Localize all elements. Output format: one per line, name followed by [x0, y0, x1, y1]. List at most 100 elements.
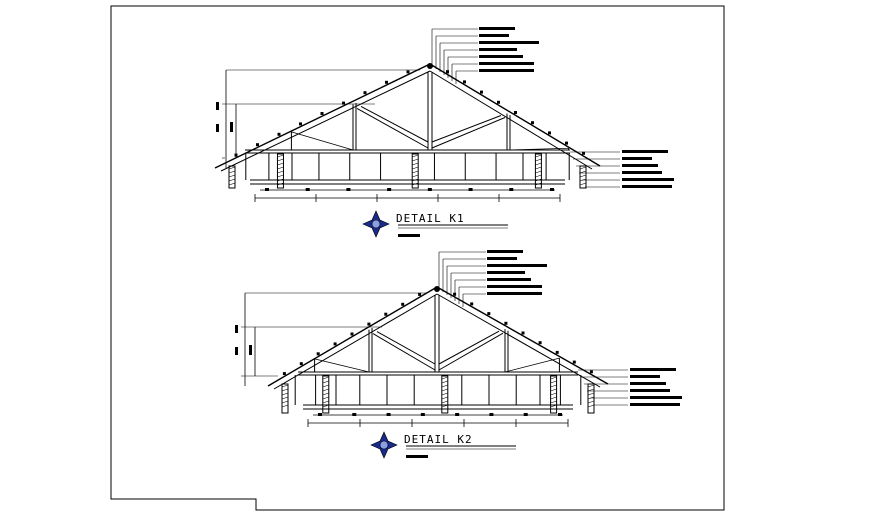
- end-wall-left-hatch: [228, 170, 236, 174]
- column-hatch: [412, 174, 419, 178]
- column-hatch: [550, 380, 557, 384]
- column-hatch: [535, 174, 542, 178]
- detail-k2-title: DETAIL K2: [404, 433, 473, 446]
- rafter-right-inner: [429, 70, 593, 170]
- rafter-left-outer: [214, 63, 431, 169]
- column-hatch: [550, 392, 557, 396]
- column-hatch: [322, 396, 329, 400]
- purlin-left: [350, 332, 354, 336]
- column-hatch: [441, 388, 448, 392]
- purlin-right: [453, 292, 457, 296]
- end-wall-left-hatch: [281, 388, 289, 392]
- dimension-text-mark: [235, 347, 238, 355]
- purlin-right: [497, 100, 500, 104]
- purlin-right: [548, 131, 551, 135]
- column-hatch: [412, 162, 419, 166]
- column-hatch: [277, 162, 284, 166]
- column-hatch: [322, 400, 329, 404]
- purlin-right: [521, 331, 525, 335]
- end-wall-left-hatch: [281, 404, 289, 408]
- annotation-bar-top: [487, 264, 547, 267]
- column-hatch: [441, 404, 448, 408]
- column: [322, 375, 330, 414]
- title-scale-bar: [406, 455, 428, 458]
- footing-block: [420, 413, 425, 416]
- footing-block: [468, 188, 473, 191]
- column-hatch: [277, 170, 284, 174]
- column-hatch: [277, 158, 284, 162]
- column-hatch: [441, 392, 448, 396]
- annotation-bar-top: [479, 48, 517, 51]
- annotation-bar-top: [479, 27, 515, 30]
- column-hatch: [441, 380, 448, 384]
- column-hatch: [322, 376, 329, 380]
- rafter-right-inner: [436, 293, 601, 388]
- purlin-left: [282, 372, 286, 376]
- rafter-left-inner: [273, 293, 438, 390]
- end-wall-right-hatch: [587, 388, 595, 392]
- outer-strut-left: [291, 131, 354, 151]
- strut-right-1: [431, 117, 506, 149]
- purlin-right: [538, 341, 542, 345]
- purlin-right: [514, 111, 517, 114]
- column-hatch: [550, 404, 557, 408]
- purlin-left: [256, 143, 259, 147]
- annotation-bar-top: [487, 250, 523, 253]
- end-wall-right-hatch: [579, 174, 587, 178]
- footing-block: [318, 413, 322, 416]
- purlin-left: [316, 352, 320, 356]
- end-wall-left-hatch: [281, 392, 289, 396]
- ridge-cap: [434, 286, 440, 292]
- footing-block: [455, 413, 460, 416]
- footing-block: [352, 413, 357, 416]
- end-wall-left-hatch: [228, 178, 236, 182]
- end-wall-right-hatch: [579, 182, 587, 186]
- end-wall-left-hatch: [228, 166, 236, 170]
- column-hatch: [277, 166, 284, 170]
- section-marker-center: [379, 440, 389, 450]
- annotation-bar-right: [630, 396, 682, 399]
- footing-block: [346, 188, 351, 191]
- column-hatch: [322, 384, 329, 388]
- purlin-left: [299, 122, 302, 126]
- annotation-bar-top: [487, 271, 525, 274]
- section-marker-center: [371, 219, 381, 229]
- column-hatch: [441, 384, 448, 388]
- strut-left-1: [356, 107, 429, 149]
- footing-block: [558, 413, 562, 416]
- sheet-border: [110, 5, 725, 511]
- end-wall-left-hatch: [228, 182, 236, 186]
- annotation-bar-top: [487, 292, 542, 295]
- end-wall-right-hatch: [579, 170, 587, 174]
- column-hatch: [322, 392, 329, 396]
- column-hatch: [322, 388, 329, 392]
- column-hatch: [550, 384, 557, 388]
- purlin-left: [299, 362, 303, 366]
- annotation-bar-right: [630, 382, 666, 385]
- purlin-left: [333, 342, 337, 346]
- annotation-bar-right: [622, 150, 668, 153]
- strut-right-2: [438, 330, 500, 365]
- purlin-left: [363, 91, 367, 95]
- purlin-right: [572, 360, 576, 364]
- outer-strut-left: [314, 358, 370, 373]
- end-wall-left-hatch: [228, 174, 236, 178]
- purlin-left: [342, 101, 345, 105]
- strut-right-1: [438, 332, 504, 371]
- detail-k1-title: DETAIL K1: [396, 212, 465, 225]
- purlin-left: [384, 312, 388, 316]
- footing-block: [305, 188, 310, 191]
- footing-block: [387, 188, 392, 191]
- purlin-left: [406, 70, 410, 74]
- annotation-bar-top: [487, 285, 542, 288]
- column-hatch: [535, 162, 542, 166]
- rafter-right-outer: [436, 286, 609, 385]
- footing-block: [265, 188, 269, 191]
- detail-k1: [214, 27, 674, 238]
- end-wall-right-hatch: [579, 166, 587, 170]
- footing-block: [386, 413, 391, 416]
- purlin-right: [555, 350, 559, 354]
- column-hatch: [550, 400, 557, 404]
- purlin-right: [487, 312, 491, 316]
